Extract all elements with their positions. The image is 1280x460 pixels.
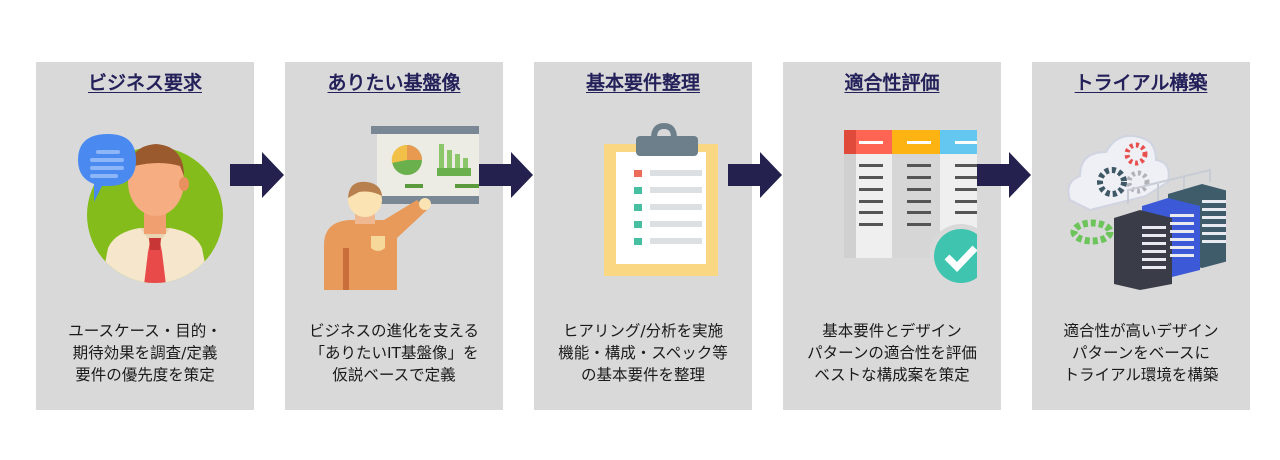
arrow-right-icon xyxy=(479,152,533,198)
description-line: 基本要件とデザイン xyxy=(822,322,962,340)
presentation-board-icon xyxy=(324,126,479,290)
comparison-table-check-icon xyxy=(844,130,977,288)
description-line: 適合性が高いデザイン xyxy=(1063,322,1219,340)
step-title: 適合性評価 xyxy=(844,72,940,94)
step-panel-trial-build: トライアル構築 適合性が高いデザイン パターンをベースに トライアル環境を構築 xyxy=(1032,62,1250,410)
description-line: ヒアリング/分析を実施 xyxy=(562,322,724,340)
step-description: ビジネスの進化を支える 「ありたいIT基盤像」を 仮説ベースで定義 xyxy=(285,320,503,386)
description-line: ビジネスの進化を支える xyxy=(308,322,480,340)
arrow-right-icon xyxy=(977,152,1031,198)
step-panel-suitability-evaluation: 適合性評価 基本要件とデザイン パターンの適合性を評価 ベストな構成案を策定 xyxy=(783,62,1001,410)
arrow-right-icon xyxy=(728,152,782,198)
description-line: パターンの適合性を評価 xyxy=(807,344,977,362)
description-line: 期待効果を調査/定義 xyxy=(72,344,218,362)
description-line: ユースケース・目的・ xyxy=(68,322,222,340)
step-description: ユースケース・目的・ 期待効果を調査/定義 要件の優先度を策定 xyxy=(36,320,254,386)
step-title: ビジネス要求 xyxy=(87,72,202,94)
step-panel-business-requirements: ビジネス要求 ユースケース・目的・ 期待効果を調査/定義 要件の優先度を策定 xyxy=(36,62,254,410)
cloud-servers-gears-icon xyxy=(1067,134,1226,290)
description-line: 「ありたいIT基盤像」を xyxy=(309,344,479,362)
step-description: ヒアリング/分析を実施 機能・構成・スペック等 の基本要件を整理 xyxy=(534,320,752,386)
description-line: ベストな構成案を策定 xyxy=(814,366,970,384)
step-description: 適合性が高いデザイン パターンをベースに トライアル環境を構築 xyxy=(1032,320,1250,386)
description-line: パターンをベースに xyxy=(1072,344,1210,362)
description-line: の基本要件を整理 xyxy=(580,366,705,384)
step-panel-ideal-infrastructure: ありたい基盤像 ビジネスの進化を支える 「ありたいIT基盤像」を 仮説ベースで定… xyxy=(285,62,503,410)
step-title: 基本要件整理 xyxy=(585,72,700,94)
businessman-speech-bubble-icon xyxy=(78,134,223,283)
clipboard-checklist-icon xyxy=(604,122,718,276)
description-line: 機能・構成・スペック等 xyxy=(558,344,728,362)
description-line: 仮説ベースで定義 xyxy=(332,366,456,384)
step-title: ありたい基盤像 xyxy=(327,72,461,94)
arrow-right-icon xyxy=(230,152,284,198)
step-panel-basic-requirements: 基本要件整理 ヒアリング/分析を実施 機能・構成・スペック等 の基本要件を整理 xyxy=(534,62,752,410)
step-title: トライアル構築 xyxy=(1074,72,1208,94)
description-line: 要件の優先度を策定 xyxy=(75,366,215,384)
description-line: トライアル環境を構築 xyxy=(1063,366,1219,384)
step-description: 基本要件とデザイン パターンの適合性を評価 ベストな構成案を策定 xyxy=(783,320,1001,386)
